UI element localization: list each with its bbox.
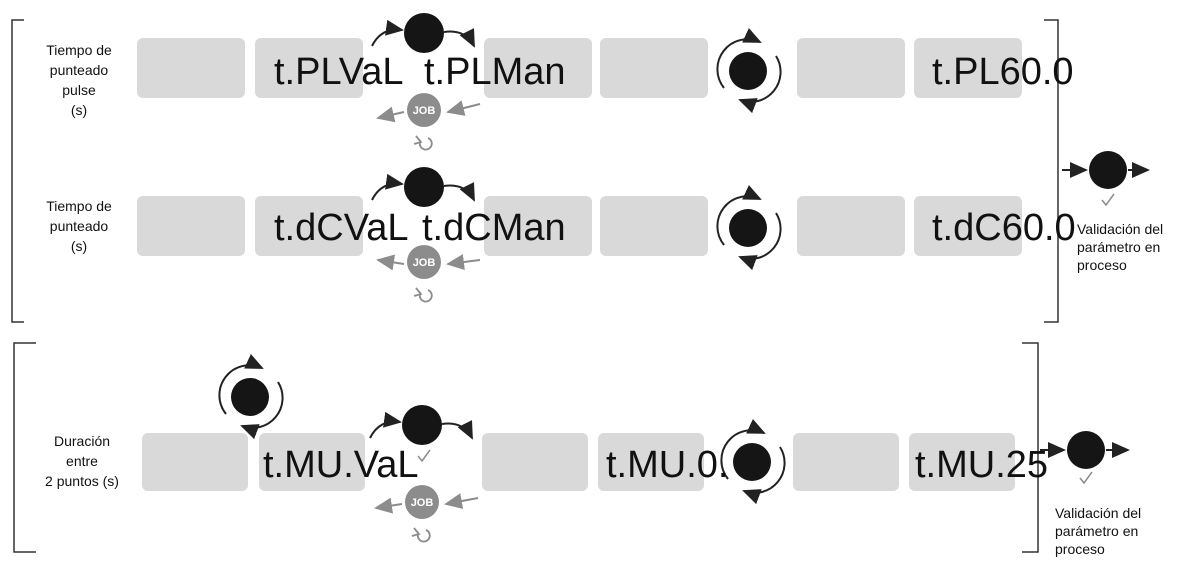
rotate-knob-icon	[720, 419, 786, 505]
param-value-t-dcval: t.dCVaL	[274, 207, 409, 249]
rotate-knob-icon	[716, 185, 782, 271]
top-left-bracket	[11, 19, 24, 323]
job-button-icon: JOB	[376, 245, 481, 279]
knob-icon	[369, 405, 473, 445]
param-value-t-dcman: t.dCMan	[422, 207, 566, 249]
back-arrow-icon	[413, 287, 433, 303]
rotate-knob-icon	[218, 354, 284, 440]
display-box	[482, 433, 588, 491]
display-box	[255, 196, 363, 256]
display-box	[484, 38, 592, 98]
back-arrow-icon	[411, 527, 431, 543]
param-value-t-mu-0: t.MU.0.	[606, 444, 729, 486]
display-box	[484, 196, 592, 256]
job-button-icon: JOB	[374, 485, 479, 519]
display-box	[914, 38, 1022, 98]
display-box	[142, 433, 248, 491]
param-value-t-mu-25: t.MU.25	[915, 444, 1049, 486]
rotate-knob-icon	[716, 28, 782, 114]
top-right-bracket	[1044, 19, 1059, 323]
check-icon	[1101, 193, 1115, 207]
job-button-label: JOB	[413, 105, 436, 117]
validation-note-top: Validación del parámetro en proceso	[1077, 221, 1164, 273]
check-icon	[417, 449, 431, 463]
display-box	[797, 196, 905, 256]
knob-icon	[1062, 151, 1150, 189]
validation-note-bottom: Validación del parámetro en proceso	[1055, 505, 1142, 557]
row-label-spot-time: Tiempo de punteado (s)	[46, 198, 112, 254]
knob-icon	[371, 167, 475, 207]
param-value-t-plval: t.PLVaL	[274, 51, 404, 93]
bottom-right-bracket	[1022, 342, 1039, 553]
display-box	[793, 433, 899, 491]
display-box	[255, 38, 363, 98]
row-label-pulse-time: Tiempo de punteado pulse (s)	[46, 42, 112, 118]
display-box	[797, 38, 905, 98]
display-box	[914, 196, 1022, 256]
job-button-label: JOB	[411, 497, 434, 509]
job-button-icon: JOB	[376, 93, 481, 127]
knob-icon	[1040, 431, 1130, 469]
param-value-t-mu-val: t.MU.VaL	[263, 444, 419, 486]
display-box	[137, 196, 245, 256]
check-icon	[1079, 471, 1093, 485]
param-value-t-pl60: t.PL60.0	[932, 51, 1074, 93]
display-box	[600, 38, 708, 98]
bottom-left-bracket	[13, 342, 36, 553]
back-arrow-icon	[413, 135, 433, 151]
display-box	[598, 433, 704, 491]
row-label-duration: Duración entre 2 puntos (s)	[45, 433, 119, 489]
param-value-t-plman: t.PLMan	[424, 51, 566, 93]
display-box	[259, 433, 365, 491]
display-box	[909, 433, 1015, 491]
display-box	[600, 196, 708, 256]
param-value-t-dc60: t.dC60.0	[932, 207, 1076, 249]
display-box	[137, 38, 245, 98]
knob-icon	[371, 13, 475, 53]
job-button-label: JOB	[413, 257, 436, 269]
